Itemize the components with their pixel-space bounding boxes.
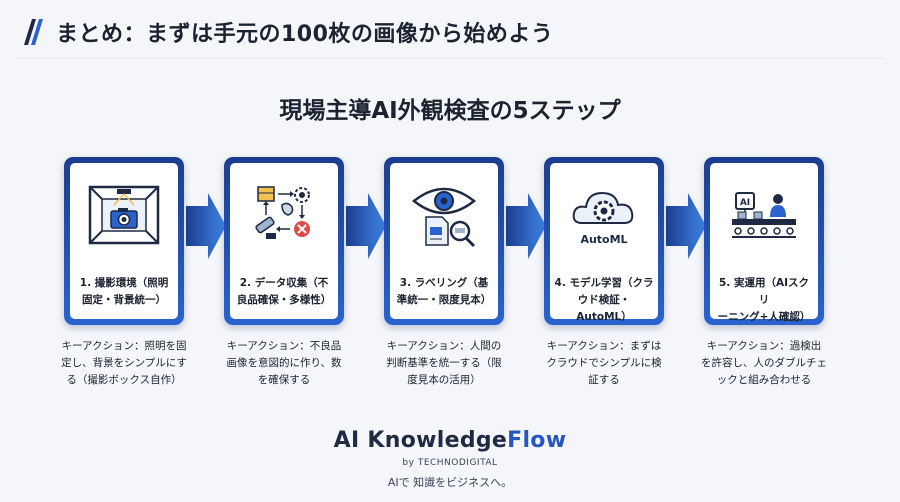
cloud-gear-icon: AutoML xyxy=(550,181,658,251)
data-cycle-icon xyxy=(230,181,338,251)
brand-logo: AI KnowledgeFlow xyxy=(0,428,900,453)
header: まとめ：まずは手元の100枚の画像から始めよう xyxy=(16,12,553,52)
slash-logo-icon xyxy=(24,19,43,45)
arrow-right-icon xyxy=(506,191,546,261)
key-action-1: キーアクション：照明を固 定し、背景をシンプルにす る（撮影ボックス自作） xyxy=(61,340,187,386)
brand-tagline: AIで 知識をビジネスへ。 xyxy=(387,476,513,489)
arrow-right-icon xyxy=(346,191,386,261)
brand-text: AI Knowledge xyxy=(333,428,508,453)
brand-text-flow: Flow xyxy=(507,428,567,453)
brand-byline: by TECHNODIGITAL xyxy=(402,458,498,468)
step-card-1: 1. 撮影環境（照明 固定・背景統一） xyxy=(64,157,184,325)
camera-box-icon xyxy=(70,181,178,251)
step-label: 3. ラベリング（基 準統一・限度見本） xyxy=(396,277,492,306)
step-card-2: 2. データ収集（不 良品確保・多様性） xyxy=(224,157,344,325)
arrow-right-icon xyxy=(186,191,226,261)
automl-icon-label: AutoML xyxy=(580,233,627,246)
step-label: 5. 実運用（AIスクリ ーニング+人確認） xyxy=(717,277,811,323)
step-label: 1. 撮影環境（照明 固定・背景統一） xyxy=(79,277,169,306)
step-card-4: AutoML 4. モデル学習（クラ ウド検証・AutoML） xyxy=(544,157,664,325)
step-card-3: 3. ラベリング（基 準統一・限度見本） xyxy=(384,157,504,325)
key-action-5: キーアクション：過検出 を許容し、人のダブルチェ ックと組み合わせる xyxy=(701,340,827,386)
key-action-4: キーアクション：まずは クラウドでシンプルに検 証する xyxy=(546,340,662,386)
section-title: 現場主導AI外観検査の5ステップ xyxy=(279,98,621,124)
eye-document-icon xyxy=(390,181,498,251)
arrow-right-icon xyxy=(666,191,706,261)
step-label: 4. モデル学習（クラ ウド検証・AutoML） xyxy=(554,277,654,323)
step-label: 2. データ収集（不 良品確保・多様性） xyxy=(236,277,332,306)
ai-inspection-line-icon: AI xyxy=(710,181,818,251)
step-card-5: AI 5. 実運用（AIスクリ ーニング+人確認） xyxy=(704,157,824,325)
key-action-3: キーアクション：人間の 判断基準を統一する（限 度見本の活用） xyxy=(386,340,502,386)
ai-chip-label: AI xyxy=(740,198,750,208)
key-action-2: キーアクション：不良品 画像を意図的に作り、数 を確保する xyxy=(226,340,342,386)
page-title: まとめ：まずは手元の100枚の画像から始めよう xyxy=(56,22,554,47)
header-divider xyxy=(16,58,884,59)
